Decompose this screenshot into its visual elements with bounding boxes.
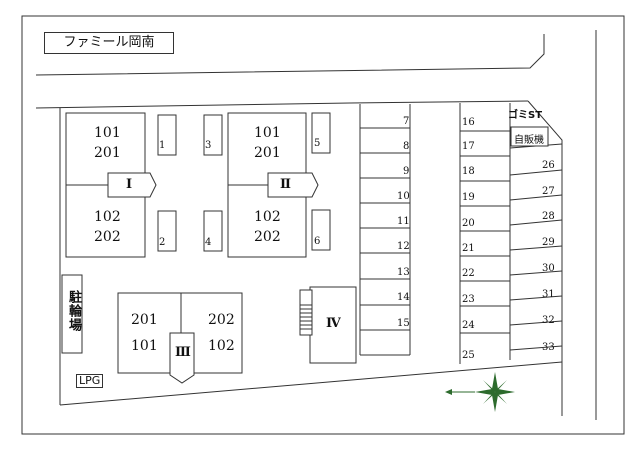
- property-title: ファミール岡南: [44, 32, 174, 54]
- building-2-unit-201: 201: [254, 145, 281, 161]
- small-parking-3-box: [203, 114, 223, 156]
- building-3-unit-101: 101: [131, 338, 158, 354]
- small-parking-2: 2: [159, 237, 166, 248]
- bicycle-parking-label: 駐輪場: [66, 290, 81, 332]
- parking-11: 11: [397, 216, 410, 227]
- building-1-stair: [107, 172, 157, 198]
- parking-32: 32: [542, 315, 555, 326]
- parking-24: 24: [462, 320, 475, 331]
- small-parking-4: 4: [205, 237, 212, 248]
- parking-21: 21: [462, 243, 475, 254]
- parking-30: 30: [542, 263, 555, 274]
- building-3-label: Ⅲ: [175, 345, 191, 360]
- building-1-label: I: [126, 177, 133, 192]
- building-4-stair-steps: [300, 304, 312, 330]
- parking-10: 10: [397, 191, 410, 202]
- small-parking-5-box: [311, 112, 331, 154]
- site-top-boundary-right: [349, 100, 529, 104]
- site-right-boundary: [527, 100, 563, 416]
- building-1-unit-201: 201: [94, 145, 121, 161]
- building-1-unit-101: 101: [94, 125, 121, 141]
- road-top-edge: [35, 34, 545, 76]
- parking-19: 19: [462, 192, 475, 203]
- parking-23: 23: [462, 294, 475, 305]
- building-3-unit-102: 102: [208, 338, 235, 354]
- building-2-stair: [267, 172, 319, 198]
- building-3-unit-202: 202: [208, 312, 235, 328]
- parking-15: 15: [397, 318, 410, 329]
- parking-27: 27: [542, 186, 555, 197]
- parking-28: 28: [542, 211, 555, 222]
- small-parking-1-box: [157, 114, 177, 156]
- building-1-unit-202: 202: [94, 229, 121, 245]
- parking-22: 22: [462, 268, 475, 279]
- parking-33: 33: [542, 342, 555, 353]
- garbage-station-label: ゴミST: [508, 110, 543, 121]
- building-4-label: Ⅳ: [326, 316, 341, 331]
- building-3-stair: [169, 332, 195, 384]
- building-1-unit-102: 102: [94, 209, 121, 225]
- building-4-outline: [309, 286, 357, 364]
- parking-29: 29: [542, 237, 555, 248]
- parking-column-a-lines: [359, 104, 411, 356]
- site-bottom-boundary: [59, 361, 563, 406]
- small-parking-3: 3: [205, 140, 212, 151]
- building-2-unit-102: 102: [254, 209, 281, 225]
- parking-7: 7: [403, 116, 410, 127]
- small-parking-6-box: [311, 209, 331, 251]
- small-parking-5: 5: [314, 138, 321, 149]
- parking-column-c-lines: [509, 143, 563, 351]
- building-2-unit-202: 202: [254, 229, 281, 245]
- compass-rose-icon: [445, 372, 515, 412]
- building-3-unit-201: 201: [131, 312, 158, 328]
- map-frame: [21, 15, 625, 435]
- parking-14: 14: [397, 292, 410, 303]
- parking-31: 31: [542, 289, 555, 300]
- parking-18: 18: [462, 166, 475, 177]
- parking-17: 17: [462, 141, 475, 152]
- parking-26: 26: [542, 160, 555, 171]
- lpg-label: LPG: [76, 374, 104, 388]
- parking-16: 16: [462, 117, 475, 128]
- building-2-label: Ⅱ: [280, 177, 291, 192]
- parking-25: 25: [462, 350, 475, 361]
- parking-column-b-lines: [459, 103, 511, 364]
- parking-8: 8: [403, 141, 410, 152]
- small-parking-1: 1: [159, 140, 166, 151]
- small-parking-6: 6: [314, 236, 321, 247]
- parking-20: 20: [462, 218, 475, 229]
- vending-machine-box: [510, 126, 549, 147]
- small-parking-2-box: [157, 210, 177, 252]
- parking-9: 9: [403, 166, 410, 177]
- site-top-boundary: [35, 102, 351, 109]
- bicycle-parking-box: [61, 274, 83, 354]
- small-parking-4-box: [203, 210, 223, 252]
- parking-12: 12: [397, 241, 410, 252]
- parking-13: 13: [397, 267, 410, 278]
- vending-machine-label: 自販機: [514, 135, 544, 146]
- building-2-unit-101: 101: [254, 125, 281, 141]
